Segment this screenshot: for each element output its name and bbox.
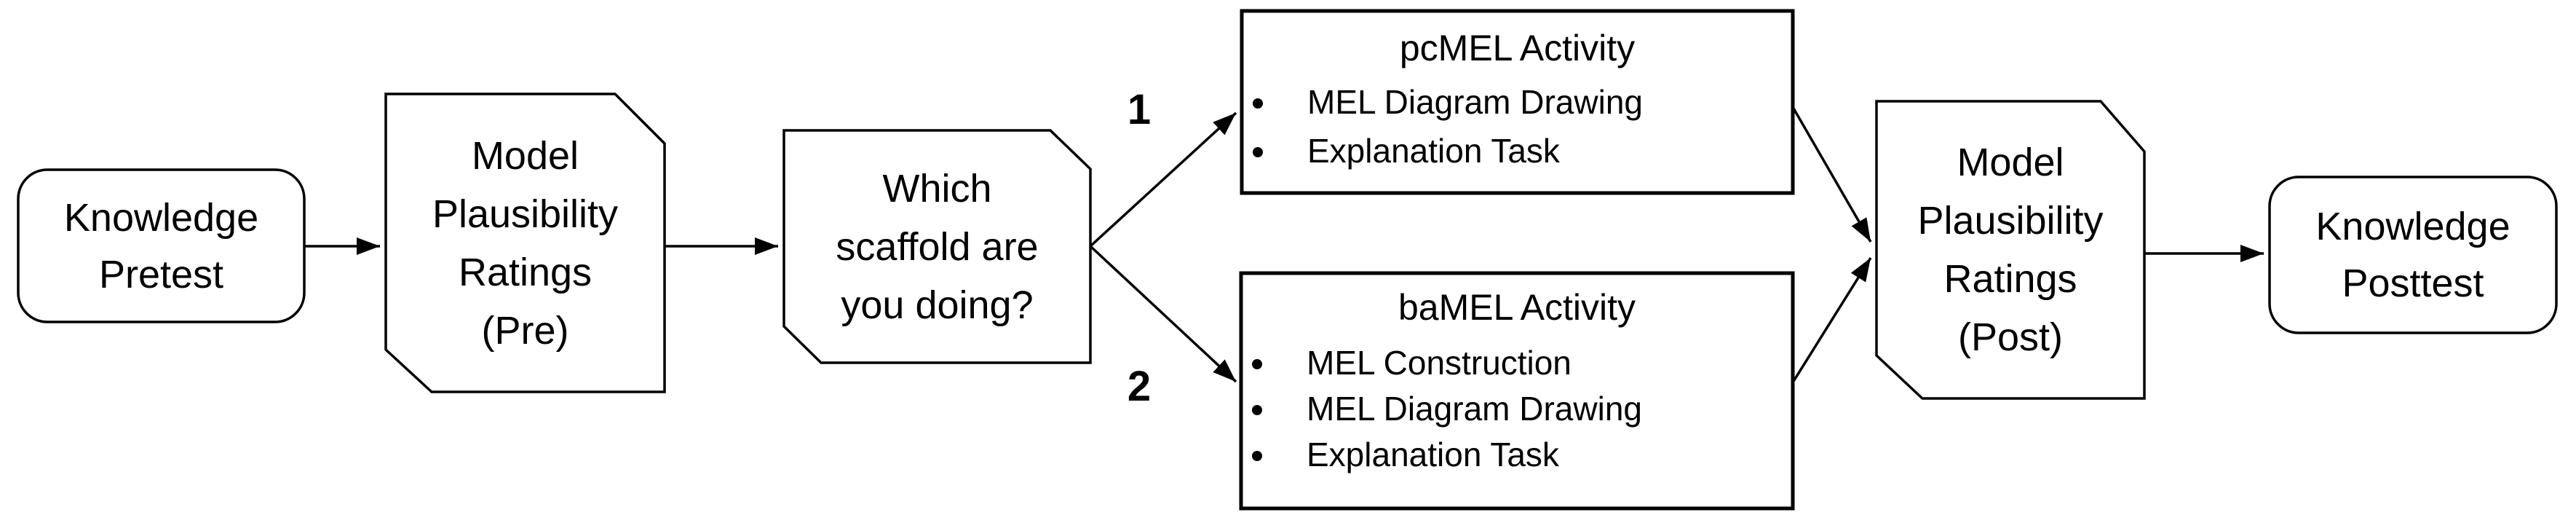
branch-label-2: 2	[1127, 362, 1152, 410]
node-label-line: Knowledge	[63, 195, 259, 240]
node-label-line: Posttest	[2342, 261, 2484, 305]
pcmel-activity-item: Explanation Task	[1278, 127, 1793, 176]
node-label-line: Pretest	[98, 252, 224, 296]
bamel-activity-list: MEL Construction MEL Diagram Drawing Exp…	[1241, 340, 1793, 478]
pcmel-activity-shape	[1240, 9, 1795, 195]
ratings-pre-shape	[384, 93, 666, 393]
arrow-decision-to-bamel	[1089, 245, 1237, 383]
bamel-activity-item: MEL Construction	[1277, 340, 1793, 386]
node-model-plausibility-ratings-pre: Model Plausibility Ratings (Pre)	[386, 94, 665, 392]
knowledge-posttest-shape	[2268, 176, 2558, 334]
node-label-line: Model	[471, 133, 579, 178]
ratings-post-shape	[1875, 100, 2146, 400]
node-decision-which-scaffold: Which scaffold are you doing?	[784, 130, 1090, 363]
node-knowledge-pretest: Knowledge Pretest	[18, 170, 304, 322]
node-label-line: Knowledge	[2315, 205, 2510, 248]
node-label-line: scaffold are	[836, 224, 1039, 269]
arrow-bamel-to-ratings-post	[1791, 257, 1872, 383]
bamel-activity-shape	[1239, 271, 1795, 511]
pcmel-activity-item: MEL Diagram Drawing	[1278, 78, 1793, 127]
node-label-line: Model	[1957, 141, 2064, 184]
node-label-line: (Post)	[1957, 315, 2064, 359]
node-label-line: Ratings	[1943, 257, 2077, 301]
node-knowledge-posttest: Knowledge Posttest	[2270, 177, 2556, 333]
node-bamel-activity: baMEL Activity MEL Construction MEL Diag…	[1241, 273, 1793, 508]
pcmel-activity-list: MEL Diagram Drawing Explanation Task	[1242, 78, 1793, 176]
node-pcmel-activity: pcMEL Activity MEL Diagram Drawing Expla…	[1242, 11, 1793, 193]
node-label-line: Which	[882, 166, 992, 211]
decision-shape	[782, 129, 1092, 364]
node-label-line: (Pre)	[481, 308, 569, 353]
pcmel-activity-title: pcMEL Activity	[1399, 28, 1636, 68]
node-model-plausibility-ratings-post: Model Plausibility Ratings (Post)	[1876, 101, 2144, 398]
bamel-activity-title: baMEL Activity	[1398, 287, 1636, 328]
node-label-line: Plausibility	[432, 192, 619, 236]
bamel-activity-item: MEL Diagram Drawing	[1277, 386, 1793, 432]
arrow-pcmel-to-ratings-post	[1791, 106, 1872, 243]
node-label-line: Plausibility	[1917, 199, 2104, 243]
node-label-line: you doing?	[841, 283, 1034, 327]
branch-label-1: 1	[1127, 85, 1152, 133]
node-label-line: Ratings	[458, 250, 593, 294]
arrow-decision-to-pcmel	[1089, 111, 1237, 248]
bamel-activity-item: Explanation Task	[1277, 432, 1793, 478]
